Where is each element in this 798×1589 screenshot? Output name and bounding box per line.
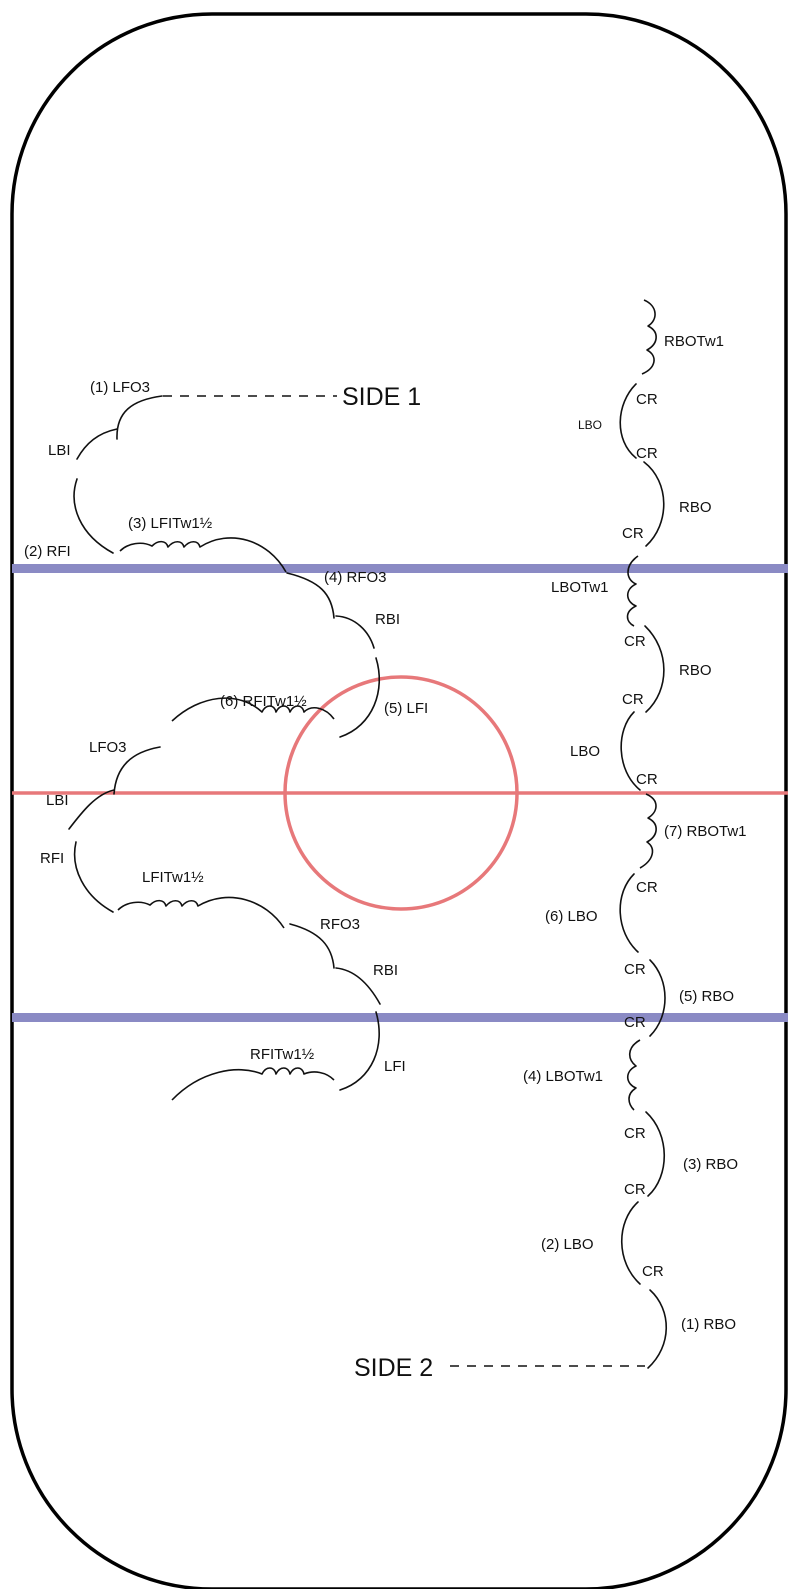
tracing-rbotw-7 <box>639 793 657 869</box>
label-lbo-mid: LBO <box>570 743 600 760</box>
label-rfitw-b: RFITw1½ <box>250 1046 315 1063</box>
rink-boards <box>10 12 788 1589</box>
label-cr-2: CR <box>636 445 658 462</box>
tracing-rbi-b <box>335 967 381 1005</box>
label-cr-4: CR <box>624 633 646 650</box>
label-cr-8: CR <box>624 961 646 978</box>
center-circle <box>283 675 519 911</box>
label-rbo-top: RBO <box>679 499 712 516</box>
label-lbotw-4: (4) LBOTw1 <box>523 1068 603 1085</box>
label-lbi-1: LBI <box>48 442 71 459</box>
label-rbo-1: (1) RBO <box>681 1316 736 1333</box>
label-rfo3-4: (4) RFO3 <box>324 569 387 586</box>
tracing-lbi-b <box>68 789 115 830</box>
tracing-lfitw-3 <box>119 537 287 573</box>
tracing-rfitw-b <box>171 1067 335 1101</box>
tracing-rbo-3 <box>645 1111 665 1197</box>
label-cr-5: CR <box>622 691 644 708</box>
side1-label: SIDE 1 <box>342 383 421 411</box>
tracing-rfi-b <box>73 841 114 913</box>
tracing-lbi-1 <box>76 428 118 460</box>
label-rbo-5: (5) RBO <box>679 988 734 1005</box>
tracing-lbotw-4 <box>626 1039 641 1111</box>
label-lbo-top: LBO <box>578 418 602 432</box>
label-lfo3-1: (1) LFO3 <box>90 379 150 396</box>
tracing-lbotw-top <box>626 555 639 627</box>
label-cr-3: CR <box>622 525 644 542</box>
tracing-rbotw-top <box>641 299 657 375</box>
label-rbo-mid: RBO <box>679 662 712 679</box>
tracing-rfitw-6 <box>171 697 335 722</box>
label-rbo-3: (3) RBO <box>683 1156 738 1173</box>
label-lfo3-b: LFO3 <box>89 739 127 756</box>
tracing-lfitw-b <box>117 896 285 929</box>
label-cr-12: CR <box>642 1263 664 1280</box>
tracing-lfi-5 <box>339 657 380 738</box>
side2-label: SIDE 2 <box>354 1354 433 1382</box>
label-cr-7: CR <box>636 879 658 896</box>
tracing-rbo-1 <box>647 1289 668 1369</box>
label-rfitw-6: (6) RFITw1½ <box>220 693 307 710</box>
label-rbotw-7: (7) RBOTw1 <box>664 823 747 840</box>
label-lbo-2: (2) LBO <box>541 1236 594 1253</box>
tracing-lfo3-b <box>113 746 161 795</box>
tracing-lfo3-1 <box>116 395 163 440</box>
label-lbo-6: (6) LBO <box>545 908 598 925</box>
label-rfi-b: RFI <box>40 850 64 867</box>
label-lbotw-top: LBOTw1 <box>551 579 609 596</box>
label-lfi-b: LFI <box>384 1058 406 1075</box>
label-rbi-b: RBI <box>373 962 398 979</box>
tracing-rbo-mid <box>644 625 665 713</box>
tracing-lbo-6 <box>619 873 639 953</box>
label-cr-11: CR <box>624 1181 646 1198</box>
label-lfitw-b: LFITw1½ <box>142 869 204 886</box>
blue-line-top <box>12 564 788 573</box>
label-rbi-4: RBI <box>375 611 400 628</box>
tracing-rfi-2 <box>73 478 114 554</box>
tracing-rfo3-b <box>289 923 335 969</box>
tracing-rfo3-4 <box>286 572 335 619</box>
label-cr-1: CR <box>636 391 658 408</box>
label-cr-10: CR <box>624 1125 646 1142</box>
tracing-lbo-mid <box>620 711 641 791</box>
label-rfi-2: (2) RFI <box>24 543 71 560</box>
label-lfi-5: (5) LFI <box>384 700 428 717</box>
tracing-lfi-b <box>339 1011 380 1091</box>
label-cr-9: CR <box>624 1014 646 1031</box>
label-rbotw-top: RBOTw1 <box>664 333 724 350</box>
label-cr-6: CR <box>636 771 658 788</box>
tracing-rbo-top <box>643 461 665 547</box>
blue-line-bottom <box>12 1013 788 1022</box>
tracing-lbo-2 <box>621 1201 641 1285</box>
tracing-rbi-4 <box>335 615 375 649</box>
label-lbi-b: LBI <box>46 792 69 809</box>
tracing-rbo-5 <box>649 959 666 1037</box>
tracing-lbo-top <box>619 383 637 459</box>
label-lfitw-3: (3) LFITw1½ <box>128 515 213 532</box>
label-rfo3-b: RFO3 <box>320 916 360 933</box>
